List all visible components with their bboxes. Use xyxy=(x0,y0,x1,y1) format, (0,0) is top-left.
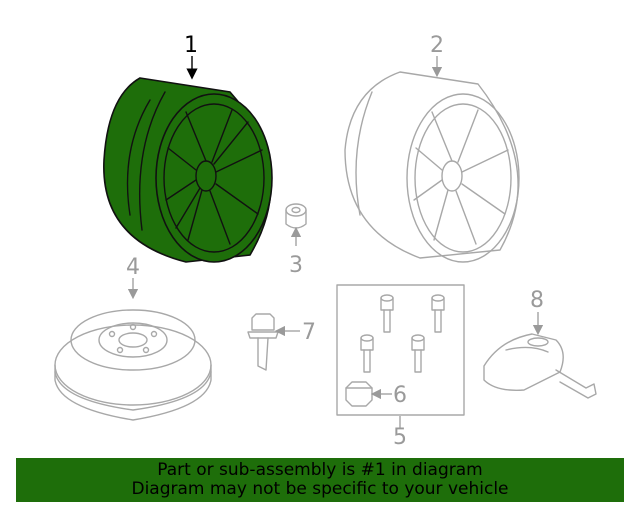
wheel-part-1[interactable] xyxy=(103,77,273,263)
tpms-sensor-part-8[interactable] xyxy=(483,333,597,399)
callout-6: 6 xyxy=(393,383,407,408)
lock-bolts[interactable] xyxy=(360,294,445,373)
spare-wheel-part-4[interactable] xyxy=(54,309,212,421)
info-banner: Part or sub-assembly is #1 in diagram Di… xyxy=(16,458,624,502)
lock-set-box-part-5[interactable] xyxy=(336,284,465,416)
callout-2: 2 xyxy=(430,33,444,58)
callout-4: 4 xyxy=(126,255,140,280)
callout-3: 3 xyxy=(289,253,303,278)
callout-1: 1 xyxy=(184,33,198,58)
lock-key-part-6[interactable] xyxy=(345,381,373,407)
callout-8: 8 xyxy=(530,288,544,313)
banner-line-1: Part or sub-assembly is #1 in diagram xyxy=(157,460,483,480)
wheel-part-2[interactable] xyxy=(344,71,520,263)
banner-line-2: Diagram may not be specific to your vehi… xyxy=(131,479,509,499)
callout-7: 7 xyxy=(302,320,316,345)
lug-bolt-part-7[interactable] xyxy=(247,313,279,371)
callout-5: 5 xyxy=(393,425,407,450)
cap-part-3[interactable] xyxy=(285,203,307,229)
